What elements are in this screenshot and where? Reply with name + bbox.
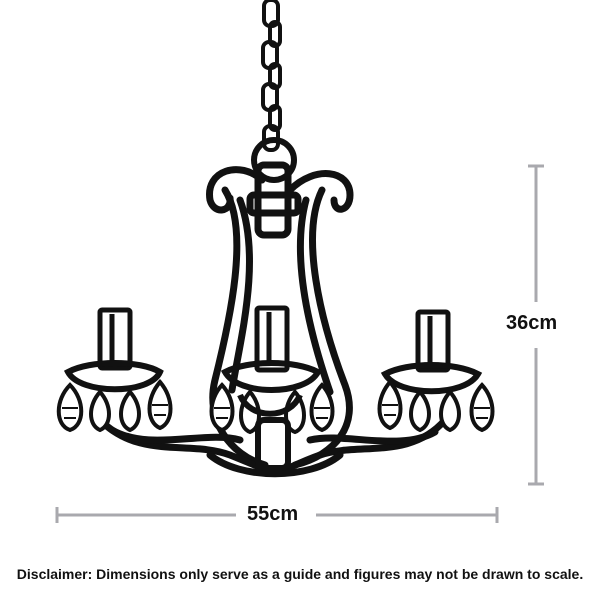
width-dimension-line xyxy=(55,507,499,523)
crystal-shading xyxy=(62,404,490,419)
width-label: 55cm xyxy=(247,503,299,525)
height-dimension-line xyxy=(528,164,544,486)
hanging-ring xyxy=(251,137,297,183)
central-hub xyxy=(237,393,303,471)
candle-center xyxy=(254,305,290,373)
lower-arms xyxy=(96,416,449,478)
crystal-drops xyxy=(56,378,495,435)
drip-cups xyxy=(63,360,483,395)
chain xyxy=(261,0,282,152)
candle-right xyxy=(415,309,451,373)
height-label: 36cm xyxy=(506,312,558,334)
disclaimer-text: Disclaimer: Dimensions only serve as a g… xyxy=(16,566,584,582)
candle-left xyxy=(97,307,133,371)
candles xyxy=(97,305,451,373)
